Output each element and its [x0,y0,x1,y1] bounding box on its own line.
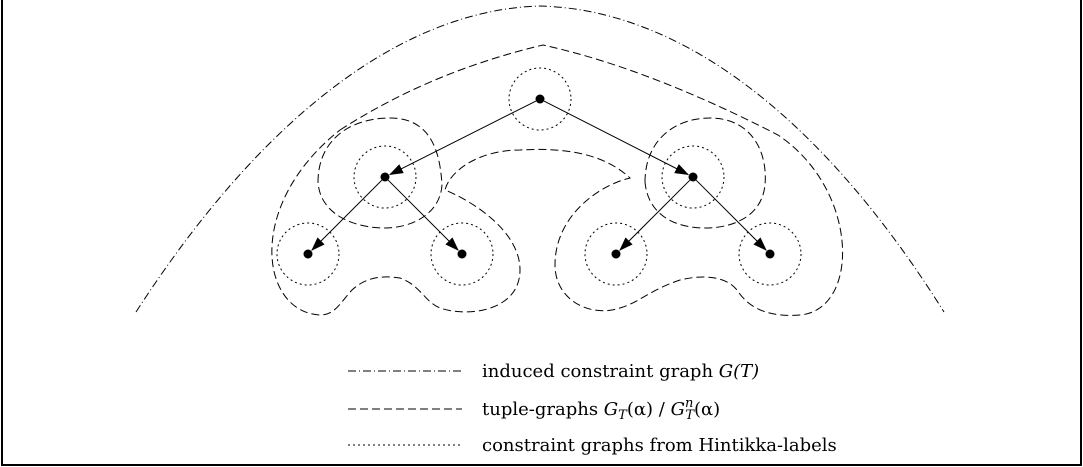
edge-root-to-right-child [543,100,689,175]
legend-item-hintikka-constraint-graphs: constraint graphs from Hintikka-labels [482,435,837,456]
edge-right-child-to-right-right-leaf [695,179,767,251]
edge-left-child-to-left-left-leaf [311,179,383,251]
node-right-child [688,172,698,182]
hintikka-circle-right-child [661,145,725,209]
tuple-graph-right [644,117,766,229]
hintikka-circle-root [508,67,572,131]
node-left-left-leaf [303,249,313,259]
edge-left-child-to-left-right-leaf [387,179,459,251]
node-left-right-leaf [457,249,467,259]
hintikka-circle-left-left-leaf [276,222,340,286]
tuple-graph-outer [271,44,844,316]
edges-layer [311,100,767,251]
node-left-child [380,172,390,182]
hintikka-circle-right-right-leaf [738,222,802,286]
edge-root-to-left-child [389,100,537,175]
nodes-layer [303,94,775,259]
hintikka-circle-left-child [353,145,417,209]
tuple-graph-left [317,117,443,229]
induced-constraint-graph-outline [135,5,945,313]
node-right-right-leaf [765,249,775,259]
node-root [535,94,545,104]
legend-item-induced-constraint-graph: induced constraint graph G(T) [482,361,759,382]
hintikka-circle-right-left-leaf [584,222,648,286]
node-right-left-leaf [611,249,621,259]
legend: induced constraint graph G(T) tuple-grap… [348,361,837,456]
edge-right-child-to-right-left-leaf [619,179,691,251]
hintikka-circle-left-right-leaf [430,222,494,286]
